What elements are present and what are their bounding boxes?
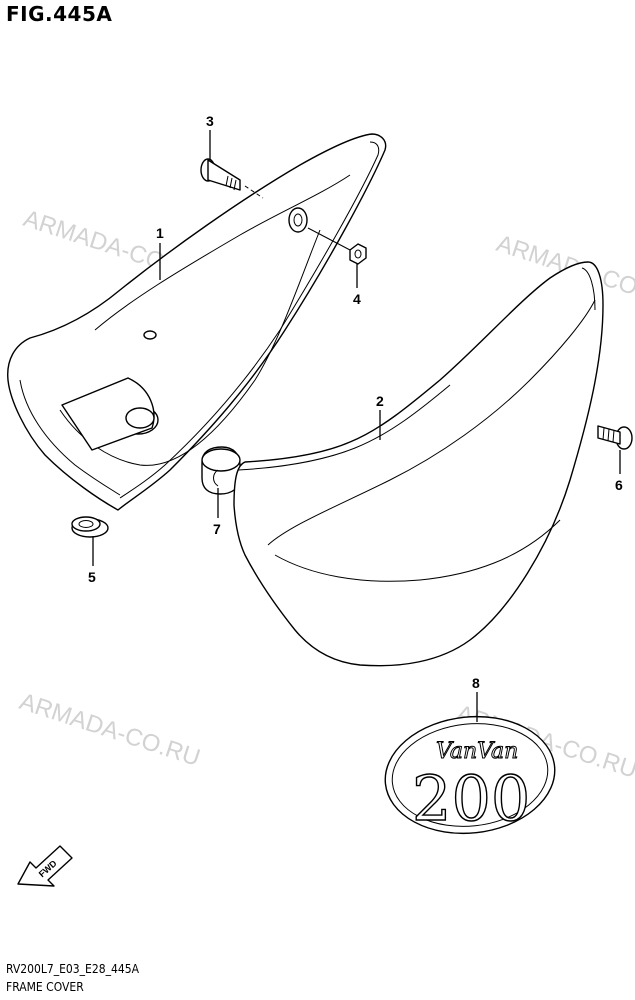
callout-1: 1 (156, 225, 164, 241)
part-7-cushion (201, 446, 241, 495)
figure-title: FIG.445A (6, 2, 113, 26)
part-2-right-frame-cover (233, 261, 604, 667)
callout-3: 3 (206, 113, 214, 129)
part-6-screw (597, 425, 633, 450)
callout-2: 2 (376, 393, 384, 409)
callout-5: 5 (88, 569, 96, 585)
callout-4: 4 (353, 291, 361, 307)
part-5-grommet (71, 516, 109, 538)
part-4-nut (288, 207, 367, 265)
part-8-emblem: VanVan 200 (384, 715, 556, 836)
callout-numbers: 3 1 4 2 6 7 5 8 (88, 113, 623, 691)
callout-8: 8 (472, 675, 480, 691)
callout-7: 7 (213, 521, 221, 537)
part-3-bolt (200, 158, 264, 199)
leader-lines (92, 130, 621, 722)
emblem-number-text: 200 (412, 762, 530, 835)
callout-6: 6 (615, 477, 623, 493)
emblem-script-text: VanVan (436, 739, 518, 764)
figure-code: RV200L7_E03_E28_445A (6, 962, 139, 976)
fwd-arrow-icon: FWD (17, 845, 73, 887)
watermark-text: ARMADA-CO.RU (16, 688, 203, 772)
figure-name: FRAME COVER (6, 980, 84, 994)
